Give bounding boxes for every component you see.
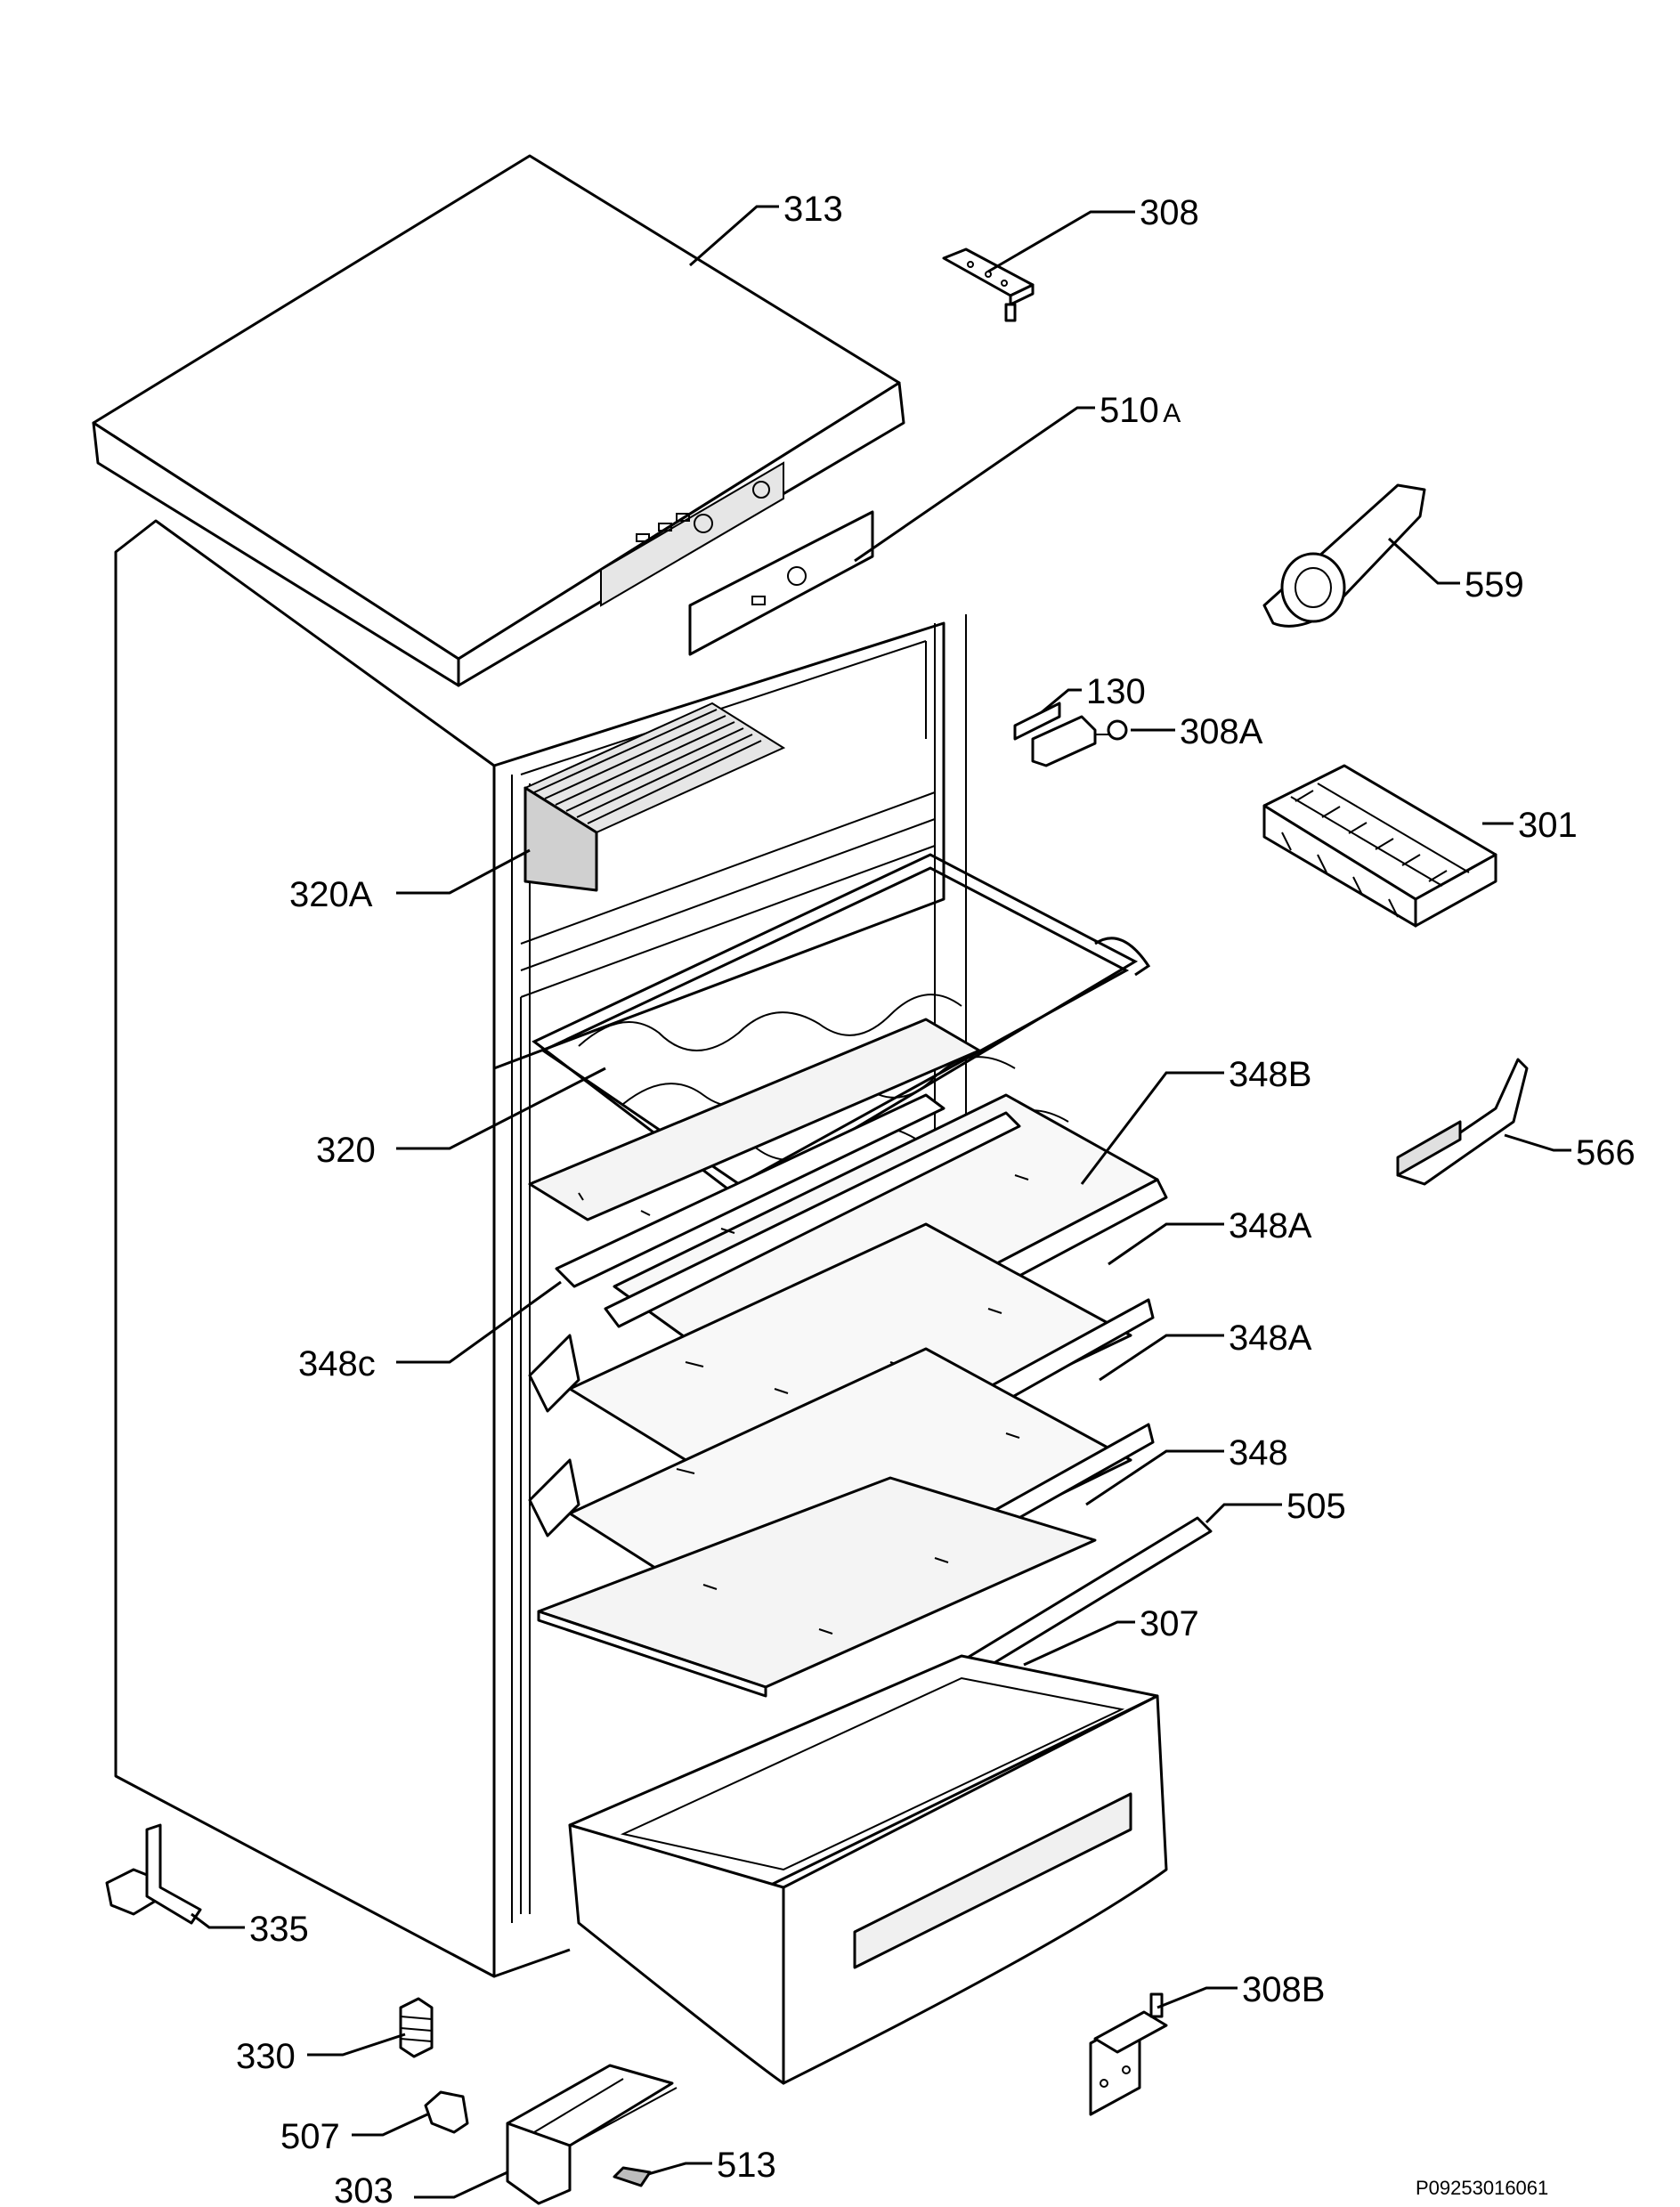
leader-566 xyxy=(1504,1133,1571,1152)
label-348a-lower: 348A xyxy=(1229,1319,1312,1358)
label-130: 130 xyxy=(1086,672,1146,711)
label-507: 507 xyxy=(280,2117,340,2156)
foot-screw xyxy=(399,1997,434,2058)
leader-348a-upper xyxy=(1108,1222,1224,1266)
top-cover xyxy=(92,154,905,687)
label-335: 335 xyxy=(249,1910,309,1949)
leader-348a-lower xyxy=(1099,1334,1224,1382)
shelf-clip-566 xyxy=(1396,1058,1529,1186)
control-panel xyxy=(688,510,874,656)
ice-cube-tray xyxy=(1262,764,1497,928)
drawing-code: P09253016061 xyxy=(1416,2177,1548,2199)
leader-130 xyxy=(1041,688,1082,714)
label-301: 301 xyxy=(1518,806,1578,845)
label-510a: 510 A xyxy=(1100,391,1181,430)
label-566: 566 xyxy=(1576,1133,1635,1172)
leader-505 xyxy=(1205,1503,1282,1524)
label-559: 559 xyxy=(1465,565,1524,604)
hinge-top xyxy=(942,247,1035,322)
clip-507 xyxy=(424,2090,469,2134)
leader-313 xyxy=(689,205,779,267)
label-348c: 348c xyxy=(298,1344,376,1383)
hinge-bottom-right xyxy=(1089,1992,1168,2116)
leader-507 xyxy=(352,2113,428,2137)
leader-303 xyxy=(414,2170,508,2199)
leader-559 xyxy=(1387,537,1460,585)
leader-307 xyxy=(1023,1620,1135,1667)
label-510a-suffix: A xyxy=(1163,399,1181,428)
label-348a-upper: 348A xyxy=(1229,1206,1312,1245)
leader-510a xyxy=(854,406,1095,563)
leader-348c xyxy=(396,1280,562,1364)
label-510a-number: 510 xyxy=(1100,391,1159,430)
label-308a: 308A xyxy=(1180,712,1263,751)
shelf-348 xyxy=(537,1476,1097,1698)
cabinet-body xyxy=(114,519,967,1978)
label-307: 307 xyxy=(1140,1604,1199,1643)
label-330: 330 xyxy=(236,2037,296,2076)
leader-320a xyxy=(396,848,531,895)
callout-labels: 313 308 510 A 559 130 308A 301 320A 348B… xyxy=(236,190,1635,2207)
clip-513 xyxy=(613,2166,652,2187)
leader-308b xyxy=(1157,1986,1238,2009)
hinge-middle xyxy=(1013,702,1128,767)
freezer-grille xyxy=(523,702,786,892)
label-303: 303 xyxy=(334,2171,394,2207)
leader-348b xyxy=(1080,1071,1224,1185)
label-320: 320 xyxy=(316,1131,376,1170)
label-348: 348 xyxy=(1229,1433,1288,1473)
label-348b: 348B xyxy=(1229,1055,1311,1094)
label-505: 505 xyxy=(1286,1487,1346,1526)
leader-330 xyxy=(307,2033,406,2057)
label-308: 308 xyxy=(1140,193,1199,232)
leader-335 xyxy=(191,1912,245,1929)
label-313: 313 xyxy=(783,190,843,229)
callout-leaders xyxy=(191,205,1571,2199)
leader-320 xyxy=(396,1067,606,1150)
leader-348 xyxy=(1085,1449,1224,1506)
leader-513 xyxy=(647,2162,712,2176)
leader-308 xyxy=(987,210,1135,273)
plinth-303 xyxy=(506,2064,678,2205)
label-513: 513 xyxy=(717,2146,776,2185)
thermostat-knob xyxy=(1262,483,1426,628)
hinge-bottom-left xyxy=(105,1823,202,1925)
shelf-348c xyxy=(528,1018,981,1288)
label-308b: 308B xyxy=(1242,1970,1325,2009)
label-320a: 320A xyxy=(289,875,373,914)
crisper-drawer xyxy=(568,1654,1168,2085)
